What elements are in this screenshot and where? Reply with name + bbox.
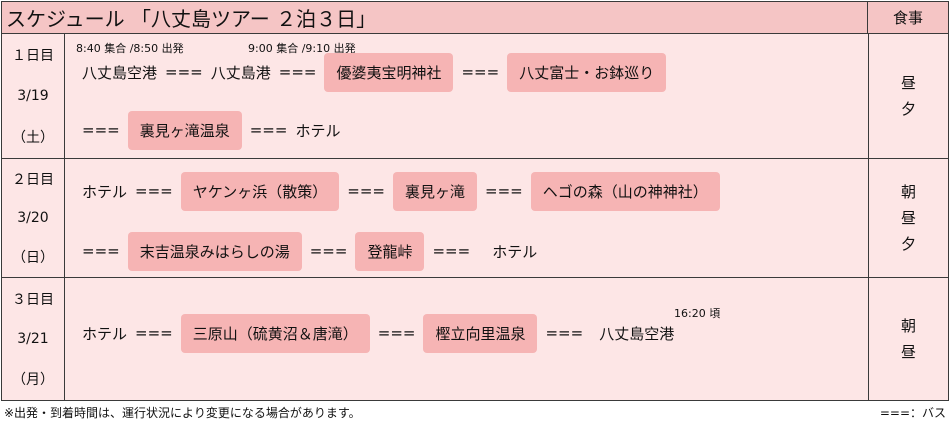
day2-route-line1: ホテル === ヤケンヶ浜（散策） === 裏見ヶ滝 === ヘゴの森（山の神神… [78, 171, 724, 211]
day1-weekday: （土） [12, 129, 54, 146]
stop-hotel: ホテル [492, 242, 538, 261]
day2-cell: ２日目 3/20 （日） [2, 159, 65, 277]
schedule-table: スケジュール 「八丈島ツアー ２泊３日」 食事 １日目 3/19 （土） 昼 夕… [1, 1, 949, 401]
day3-cell: ３日目 3/21 （月） [2, 278, 65, 400]
bus-connector: === [432, 242, 471, 260]
schedule-title: スケジュール 「八丈島ツアー ２泊３日」 [2, 2, 868, 34]
day1-date: 3/19 [17, 87, 49, 104]
meal-column-header: 食事 [868, 2, 948, 34]
stop-hachijojima-port: 八丈島港 [210, 63, 271, 82]
stop-hotel: ホテル [82, 182, 128, 201]
spot-uramigataki: 裏見ヶ滝 [393, 171, 478, 211]
spot-noboryu-pass: 登龍峠 [355, 231, 425, 271]
bus-connector: === [485, 182, 523, 200]
row-divider [2, 277, 948, 278]
spot-hego-forest: ヘゴの森（山の神神社） [530, 171, 720, 211]
day2-weekday: （日） [12, 249, 54, 266]
bus-connector: === [82, 121, 120, 139]
bus-connector: === [347, 182, 386, 200]
spot-hachijo-fuji: 八丈富士・お鉢巡り [507, 52, 667, 92]
day1-meal-dinner: 夕 [900, 100, 916, 118]
day1-route-line1: 八丈島空港 === 八丈島港 === 優婆夷宝明神社 === 八丈富士・お鉢巡り [78, 52, 670, 92]
day1-meal-lunch: 昼 [900, 74, 916, 92]
day1-cell: １日目 3/19 （土） [2, 34, 65, 158]
spot-kashitate-onsen: 樫立向里温泉 [423, 313, 538, 353]
day2-meal-breakfast: 朝 [900, 183, 916, 201]
day1-departure-note-1: 8:40 集合 /8:50 出発 [76, 42, 184, 55]
day2-meals: 朝 昼 夕 [868, 159, 948, 277]
bus-connector: === [82, 242, 120, 260]
bus-connector: === [135, 182, 173, 200]
day1-departure-note-2: 9:00 集合 /9:10 出発 [248, 42, 356, 55]
spot-sueyoshi-onsen: 末吉温泉みはらしの湯 [127, 231, 302, 271]
bus-connector: === [249, 121, 288, 139]
day3-date: 3/21 [17, 331, 49, 347]
spot-ubai-homei-shrine: 優婆夷宝明神社 [324, 52, 454, 92]
stop-hotel: ホテル [295, 121, 341, 140]
stop-hachijojima-airport: 八丈島空港 [599, 324, 675, 343]
day1-route-line2: === 裏見ヶ滝温泉 === ホテル [78, 110, 344, 150]
day3-arrival-note: 16:20 頃 [674, 307, 721, 320]
day2-meal-dinner: 夕 [900, 235, 916, 253]
stop-hachijojima-airport: 八丈島空港 [82, 63, 158, 82]
day1-label: １日目 [12, 48, 54, 65]
spot-uramigataki-onsen: 裏見ヶ滝温泉 [127, 110, 242, 150]
day2-label: ２日目 [12, 172, 54, 189]
day2-route-line2: === 末吉温泉みはらしの湯 === 登龍峠 === ホテル [78, 231, 541, 271]
bus-connector: === [165, 63, 203, 81]
spot-mihara-yama: 三原山（硫黄沼＆唐滝） [180, 313, 370, 353]
day3-meal-lunch: 昼 [900, 343, 916, 361]
day1-meals: 昼 夕 [868, 34, 948, 158]
day3-meal-breakfast: 朝 [900, 317, 916, 335]
spot-yakengahama: ヤケンヶ浜（散策） [180, 171, 340, 211]
day3-meals: 朝 昼 [868, 278, 948, 400]
day3-label: ３日目 [12, 292, 54, 308]
stop-hotel: ホテル [82, 324, 128, 343]
day3-route-line1: ホテル === 三原山（硫黄沼＆唐滝） === 樫立向里温泉 === 八丈島空港 [78, 313, 678, 353]
bus-connector: === [461, 63, 500, 81]
day2-date: 3/20 [17, 209, 49, 226]
bus-connector: === [309, 242, 348, 260]
bus-connector: === [545, 324, 584, 342]
footer-note: ※出発・到着時間は、運行状況により変更になる場合があります。 [4, 406, 361, 420]
bus-connector: === [278, 63, 317, 81]
bus-legend: ===：バス [879, 406, 946, 420]
bus-connector: === [377, 324, 416, 342]
bus-connector: === [135, 324, 173, 342]
row-divider [2, 158, 948, 159]
day2-meal-lunch: 昼 [900, 209, 916, 227]
day3-weekday: （月） [12, 372, 54, 388]
